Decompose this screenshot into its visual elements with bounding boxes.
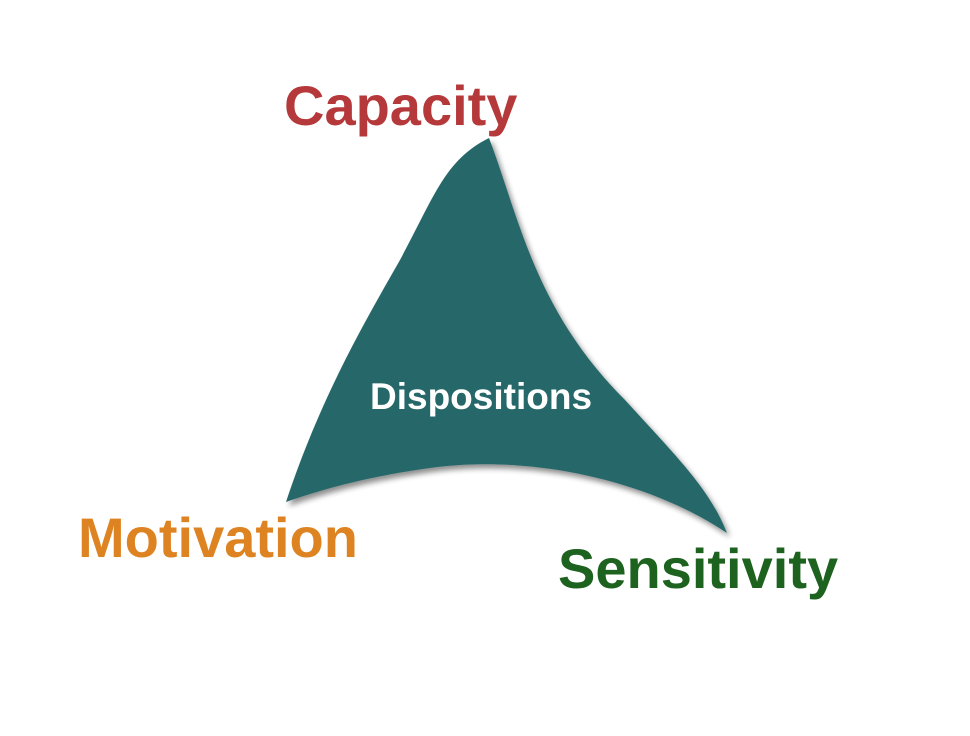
capacity-label: Capacity <box>284 74 518 137</box>
dispositions-label: Dispositions <box>370 376 593 417</box>
motivation-label: Motivation <box>78 506 358 569</box>
curved-triangle-shape <box>286 138 727 533</box>
sensitivity-label: Sensitivity <box>558 537 839 600</box>
